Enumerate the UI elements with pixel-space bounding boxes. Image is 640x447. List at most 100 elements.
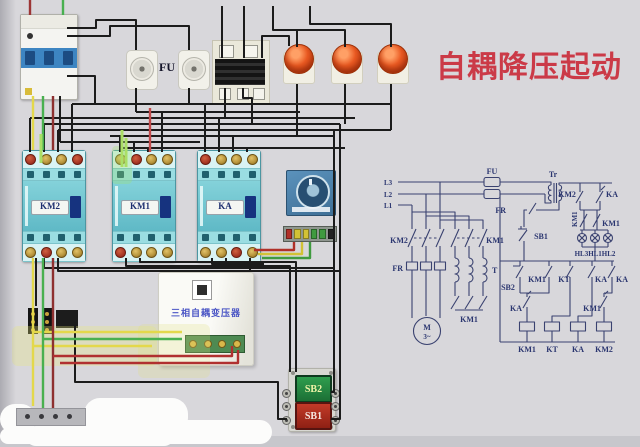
slot-row — [113, 232, 175, 244]
breaker-toggle[interactable] — [62, 51, 73, 65]
slot-row — [198, 169, 260, 181]
contactor-block — [160, 196, 171, 218]
label-km1-top: KM1 — [602, 219, 620, 228]
contactor-body: KA — [198, 181, 260, 232]
contactor-block — [245, 196, 256, 218]
label-ka-row2: KA — [616, 275, 628, 284]
label-fr-contact: FR — [495, 206, 506, 215]
contactor-stripe — [200, 186, 203, 226]
watermark-blob — [26, 426, 174, 446]
indicator-lamp — [282, 44, 315, 84]
start-button-sb2[interactable]: SB2 — [295, 375, 332, 403]
label-coil-kt: KT — [546, 345, 558, 354]
slot-row — [23, 169, 85, 181]
fuse-group-label: FU — [159, 60, 175, 74]
terminal-green — [319, 229, 326, 239]
relay-terminal — [237, 88, 249, 100]
timer-terminal-strip — [283, 226, 337, 242]
page-title: 自耦降压起动 — [436, 51, 622, 84]
label-ka-second: KA — [510, 304, 522, 313]
contactor-ka: KA — [197, 150, 261, 262]
indicator-lamp — [376, 44, 409, 84]
stop-button-sb1[interactable]: SB1 — [295, 402, 332, 430]
contactor-km1: KM1 — [112, 150, 176, 262]
contactor-km2: KM2 — [22, 150, 86, 262]
label-km1-second: KM1 — [583, 304, 601, 313]
label-ka-top: KA — [606, 190, 618, 199]
contactor-stripe — [25, 186, 28, 226]
schematic-lines — [398, 176, 616, 346]
transformer-label: 三相自耦变压器 — [170, 308, 241, 318]
terminal-yellow — [302, 229, 309, 239]
terminal-bar — [28, 308, 38, 334]
contactor-stripe — [115, 186, 118, 226]
time-relay — [286, 170, 336, 216]
panel-screw — [291, 425, 295, 429]
label-km1-main: KM1 — [486, 236, 504, 245]
terminal-yellow — [294, 229, 301, 239]
label-fr-main: FR — [392, 264, 403, 273]
label-motor-phase: 3~ — [423, 333, 431, 341]
panel-terminal — [331, 402, 340, 411]
label-km2-main: KM2 — [390, 236, 408, 245]
slot-row — [198, 232, 260, 244]
breaker-mark — [27, 33, 33, 39]
label-km2-top: KM2 — [558, 190, 576, 199]
timer-dial[interactable] — [296, 175, 330, 209]
circuit-breaker — [20, 14, 78, 100]
panel-terminal — [331, 416, 340, 425]
lamp-bulb — [284, 44, 314, 74]
breaker-toggle[interactable] — [43, 51, 54, 65]
slot-row — [23, 232, 85, 244]
breaker-top-strip — [21, 15, 77, 29]
terminal-row — [198, 151, 260, 169]
terminal-bar — [42, 308, 52, 334]
bottom-terminal-strip — [16, 408, 86, 426]
label-t: T — [492, 266, 498, 275]
relay-body — [215, 59, 265, 85]
contactor-block — [70, 196, 81, 218]
terminal-box — [56, 310, 78, 328]
autotransformer-box: 三相自耦变压器 — [158, 272, 254, 366]
indicator-lamp — [330, 44, 363, 84]
label-lamps: HL3HL1HL2 — [575, 250, 616, 258]
watermark-blob — [0, 428, 64, 444]
relay-terminal — [219, 45, 234, 58]
pushbutton-panel: SB2 SB1 — [288, 368, 336, 432]
label-motor: M — [423, 323, 431, 332]
label-km1-star: KM1 — [460, 315, 478, 324]
slot-row — [113, 169, 175, 181]
timer-notch — [309, 179, 312, 185]
label-l1: L1 — [384, 202, 393, 210]
contactor-body: KM1 — [113, 181, 175, 232]
relay-terminal — [253, 88, 265, 100]
label-coil-km1: KM1 — [518, 345, 536, 354]
breaker-toggle-band — [21, 48, 77, 68]
contactor-label: KM1 — [121, 200, 159, 215]
fuse-holder — [126, 50, 158, 90]
label-l2: L2 — [384, 191, 393, 199]
terminal-row — [113, 244, 175, 262]
contactor-label: KA — [206, 200, 244, 215]
breaker-toggle[interactable] — [25, 51, 36, 65]
label-l3: L3 — [384, 179, 393, 187]
relay-terminal — [219, 88, 231, 100]
breaker-dot — [25, 88, 32, 95]
panel-terminal — [331, 389, 340, 398]
label-kt-row: KT — [558, 275, 570, 284]
terminal-row — [23, 244, 85, 262]
transformer-logo — [192, 280, 212, 300]
terminal-black — [327, 229, 334, 239]
relay-terminal — [243, 45, 258, 58]
fuse-holder — [178, 50, 210, 90]
label-coil-km2: KM2 — [595, 345, 613, 354]
left-vignette — [0, 0, 16, 436]
panel-terminal — [282, 402, 291, 411]
label-sb1: SB1 — [534, 232, 548, 241]
label-fu: FU — [487, 167, 498, 176]
label-km1-row: KM1 — [528, 275, 546, 284]
transformer-terminal-strip — [185, 335, 245, 353]
bottom-band — [0, 436, 640, 447]
label-tr: Tr — [549, 170, 558, 179]
